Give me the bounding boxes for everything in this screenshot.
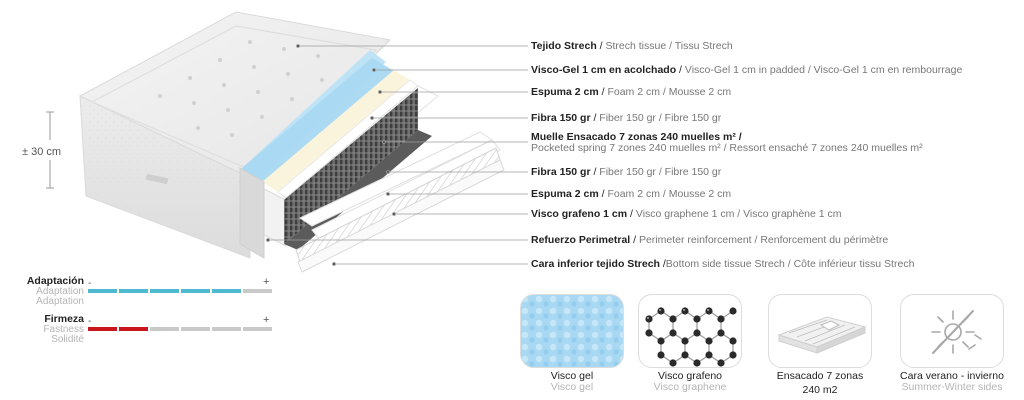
feature-visco-gel: Visco gel Visco gel: [518, 294, 626, 393]
rating-firmeza-label: Firmeza Fastness Solidité: [43, 313, 84, 345]
layer-label-fibra-top: Fibra 150 gr / Fiber 150 gr / Fibre 150 …: [531, 112, 722, 124]
feature-visco-gel-label: Visco gel: [550, 370, 594, 382]
layer-label-espuma-top: Espuma 2 cm / Foam 2 cm / Mousse 2 cm: [531, 86, 732, 98]
rating-min-marker: -: [88, 316, 92, 327]
height-label: ± 30 cm: [22, 146, 62, 158]
rating-max-marker: +: [263, 314, 270, 326]
rating-firmeza: Firmeza Fastness Solidité - +: [0, 314, 275, 354]
feature-ensacado-label-2: 240 m2: [802, 384, 838, 396]
layer-label-visco-gel: Visco-Gel 1 cm en acolchado / Visco-Gel …: [531, 64, 963, 76]
layer-label-muelle-ensacado: Muelle Ensacado 7 zonas 240 muelles m² /…: [531, 131, 923, 154]
feature-visco-grafeno-label: Visco grafeno: [657, 370, 722, 382]
mattress-cutaway-illustration: [46, 11, 528, 273]
feature-cara-verano-invierno-sublabel: Summer-Winter sides: [901, 381, 1003, 393]
height-marker: [46, 111, 54, 189]
layer-stack: [239, 50, 505, 273]
layer-label-visco-grafeno: Visco grafeno 1 cm / Visco graphene 1 cm…: [531, 208, 842, 220]
rating-segment: [119, 327, 148, 331]
feature-cara-verano-invierno-label: Cara verano - invierno: [900, 370, 1004, 382]
graphene-molecule-icon: [638, 294, 742, 368]
rating-segment: [243, 327, 272, 331]
layer-label-espuma-bottom: Espuma 2 cm / Foam 2 cm / Mousse 2 cm: [531, 188, 732, 200]
visco-gel-texture-icon: [520, 294, 624, 368]
rating-adaptacion-label: Adaptación Adaptation Adaptation: [26, 275, 84, 307]
tufting-buttons: [158, 40, 324, 137]
feature-visco-grafeno: Visco grafeno Visco graphene: [636, 294, 744, 393]
layer-label-refuerzo-perimetral: Refuerzo Perimetral / Perimeter reinforc…: [531, 234, 889, 246]
layer-label-cara-inferior: Cara inferior tejido Strech /Bottom side…: [531, 258, 915, 270]
rating-segment: [212, 327, 241, 331]
rating-segment: [181, 327, 210, 331]
layer-descriptions: Tejido Strech / Strech tissue / Tissu St…: [531, 0, 1011, 290]
rating-segment: [181, 289, 210, 293]
feature-ensacado: Ensacado 7 zonas 240 m2: [766, 294, 874, 396]
rating-adaptacion: Adaptación Adaptation Adaptation - +: [0, 276, 275, 316]
rating-min-marker: -: [88, 278, 92, 289]
leader-lines: [266, 44, 528, 266]
rating-segment: [88, 327, 117, 331]
rating-segment: [150, 327, 179, 331]
pocket-springs-mattress-icon: [768, 294, 872, 368]
feature-ensacado-label: Ensacado 7 zonas: [776, 370, 864, 382]
rating-segment: [212, 289, 241, 293]
feature-visco-gel-sublabel: Visco gel: [550, 381, 594, 393]
rating-segment: [150, 289, 179, 293]
rating-firmeza-bar: [88, 327, 272, 331]
feature-visco-grafeno-sublabel: Visco graphene: [653, 381, 727, 393]
mattress-body: [78, 11, 392, 259]
rating-adaptacion-bar: [88, 289, 272, 293]
rating-segment: [88, 289, 117, 293]
rating-max-marker: +: [263, 276, 270, 288]
layer-label-fibra-bottom: Fibra 150 gr / Fiber 150 gr / Fibre 150 …: [531, 166, 722, 178]
sun-snowflake-icon: [900, 294, 1004, 368]
rating-segment: [243, 289, 272, 293]
feature-cara-verano-invierno: Cara verano - invierno Summer-Winter sid…: [898, 294, 1006, 393]
layer-label-tejido-strech: Tejido Strech / Strech tissue / Tissu St…: [531, 40, 733, 52]
rating-segment: [119, 289, 148, 293]
